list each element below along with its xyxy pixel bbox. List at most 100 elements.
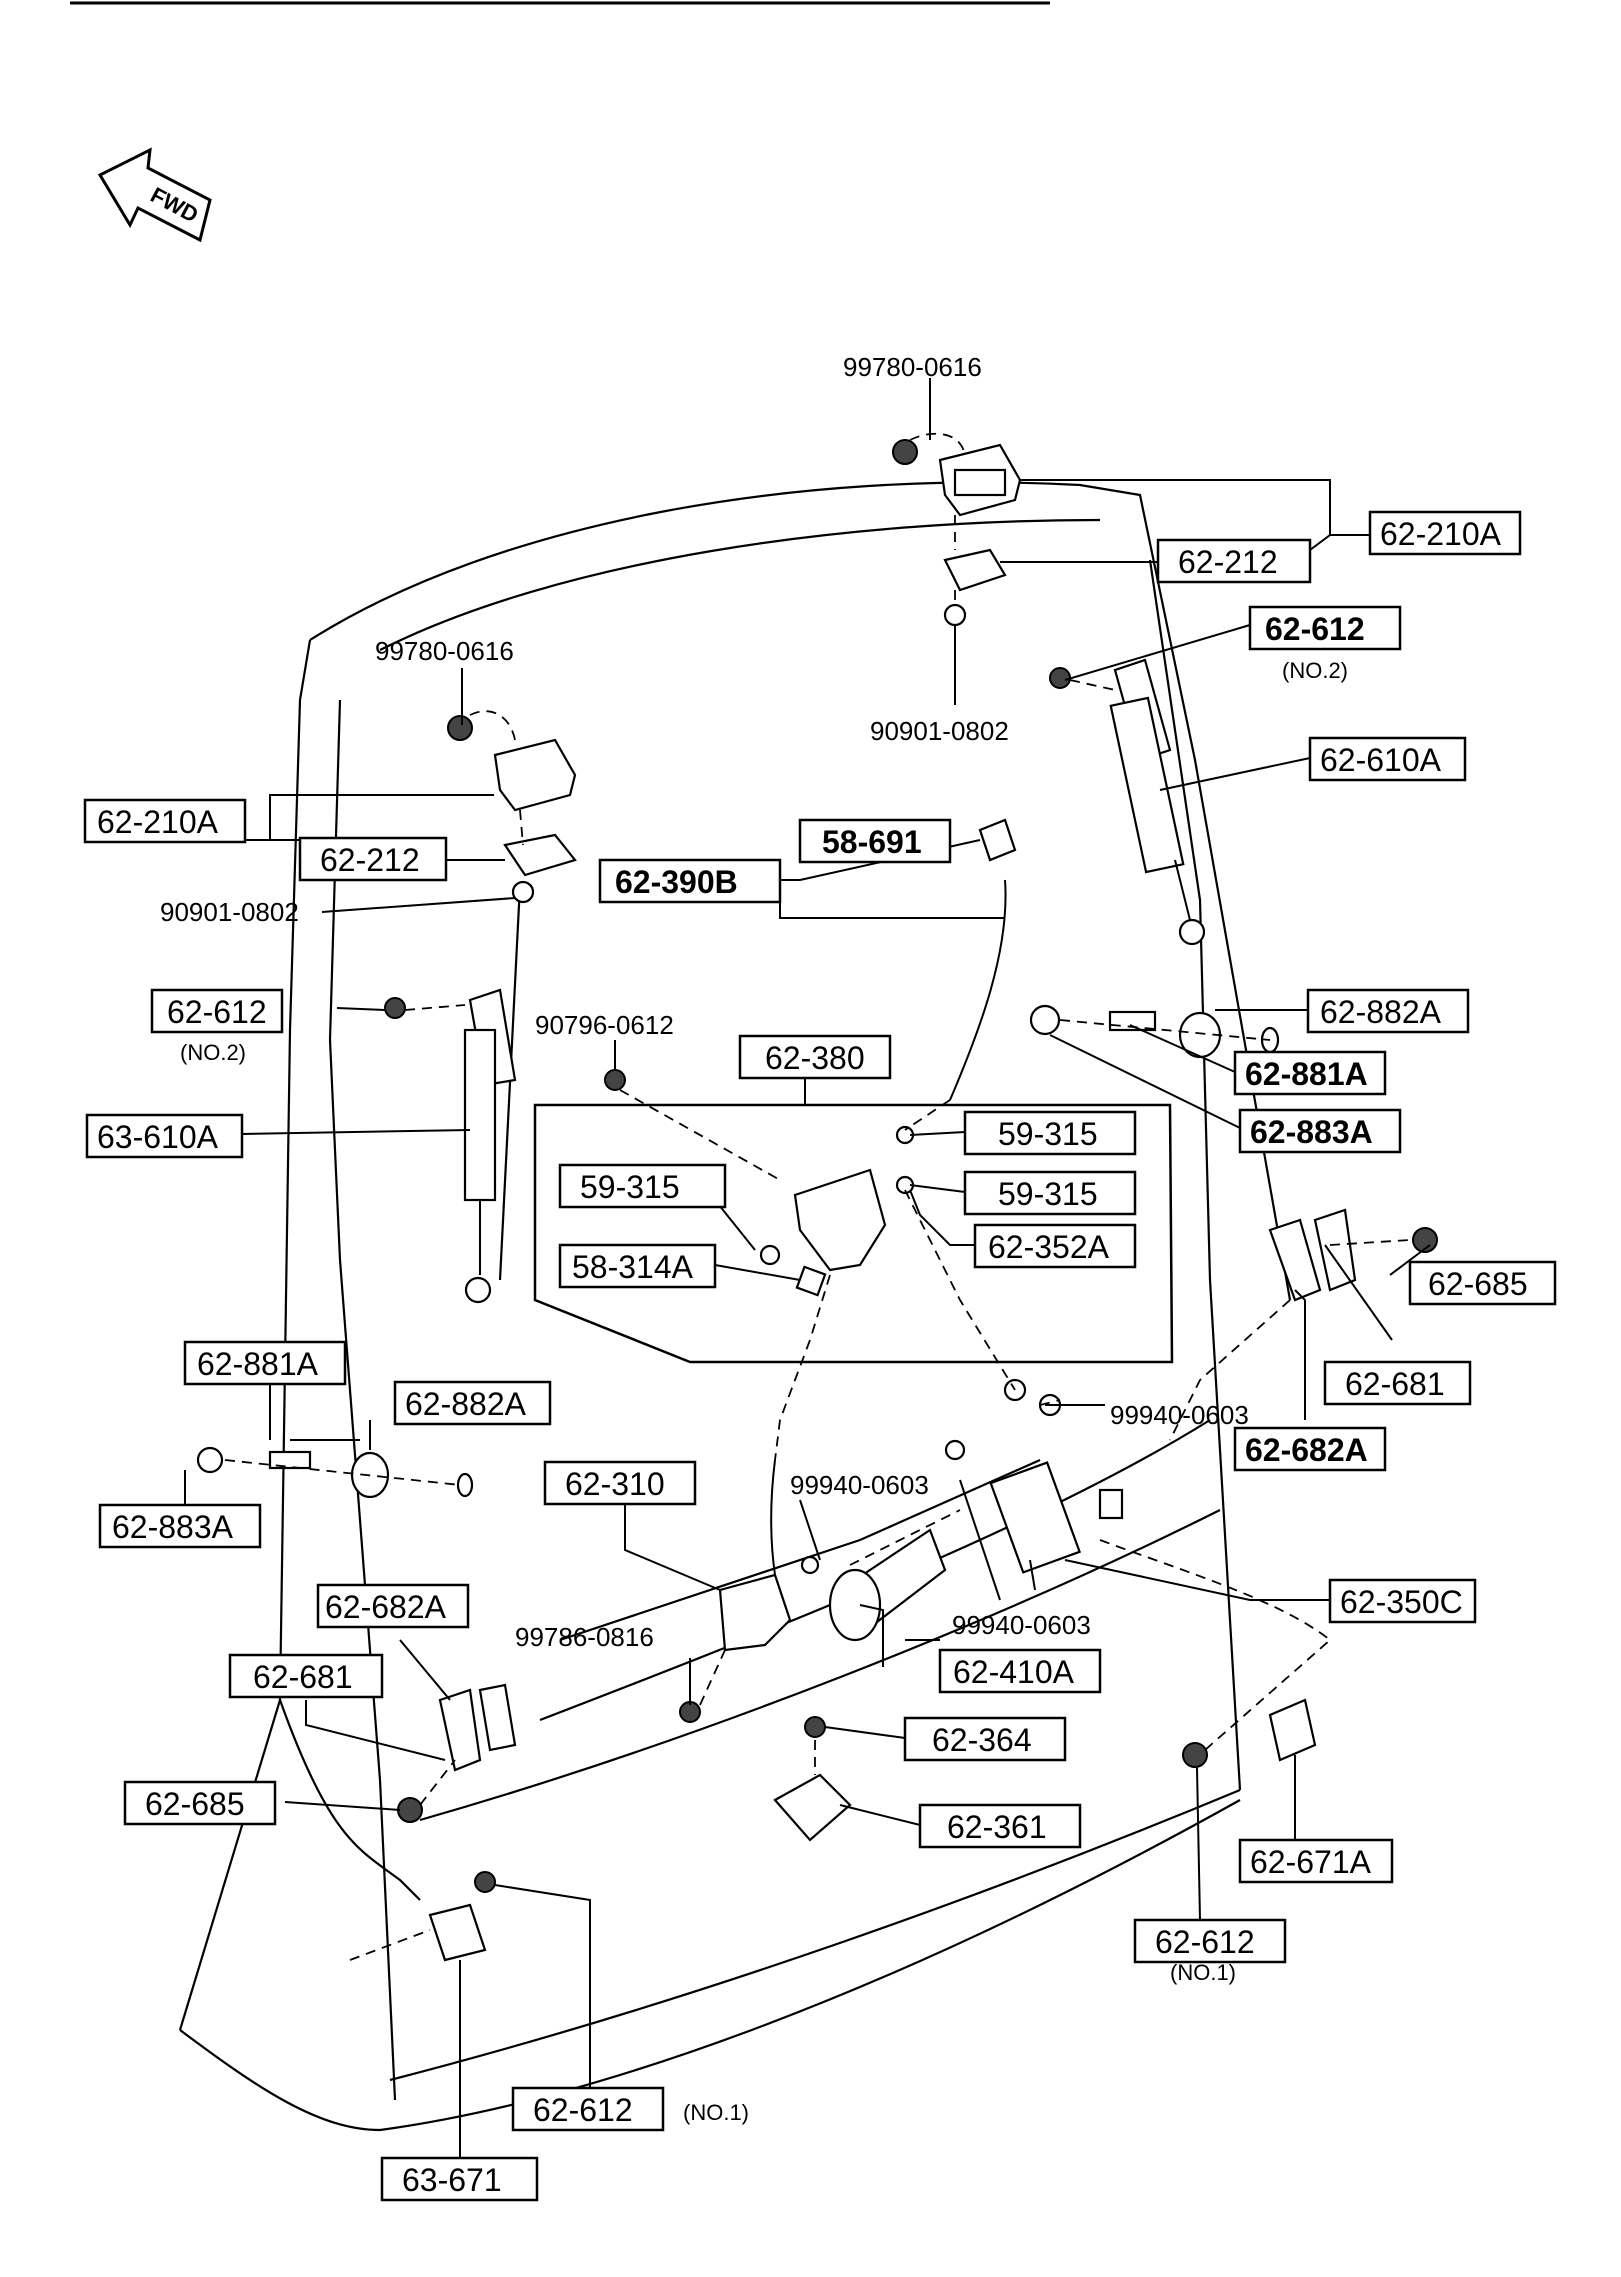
label-62-612-l: 62-612: [167, 994, 267, 1030]
label-62-685-l: 62-685: [145, 1786, 245, 1822]
label-62-685-r: 62-685: [1428, 1266, 1528, 1302]
bolt-90796-part: [604, 1069, 626, 1091]
callout-63-610a: 63-610A: [85, 1113, 244, 1159]
callout-62-380: 62-380: [738, 1034, 892, 1080]
callout-62-883a-r: 62-883A: [1238, 1108, 1402, 1154]
label-62-380: 62-380: [765, 1040, 865, 1076]
callout-62-210a-left: 62-210A: [83, 798, 247, 844]
bumper-63-671-part: [428, 1871, 496, 1962]
callout-62-352a: 62-352A: [973, 1223, 1137, 1269]
label-62-881a-l: 62-881A: [197, 1346, 319, 1382]
handle-62-410a-part: [800, 1528, 947, 1642]
callout-59-315-a: 59-315: [963, 1110, 1137, 1156]
bolt-set-right-part: [1029, 1004, 1280, 1059]
label-62-410a: 62-410A: [953, 1654, 1075, 1690]
label-99940-0603-b: 99940-0603: [790, 1470, 929, 1500]
callout-58-691: 58-691: [798, 818, 952, 864]
callout-62-410a: 62-410A: [938, 1648, 1102, 1694]
label-62-364: 62-364: [932, 1722, 1032, 1758]
label-99940-0603-a: 99940-0603: [1110, 1400, 1249, 1430]
gas-strut-left-part: [384, 988, 517, 1304]
label-62-882a-r: 62-882A: [1320, 994, 1442, 1030]
label-62-882a-l: 62-882A: [405, 1386, 527, 1422]
hinge-left-part: [447, 715, 577, 904]
label-62-210a-left: 62-210A: [97, 804, 219, 840]
note-62-612-l: (NO.2): [180, 1040, 246, 1065]
rod-62-390b-part: [949, 879, 1007, 1101]
label-59-315-c: 59-315: [998, 1176, 1098, 1212]
callout-62-612-c: 62-612: [511, 2086, 665, 2132]
callout-62-310: 62-310: [543, 1460, 697, 1506]
label-62-612-c: 62-612: [533, 2092, 633, 2128]
callout-62-685-l: 62-685: [123, 1780, 277, 1826]
callout-62-881a-r: 62-881A: [1233, 1050, 1387, 1096]
dashed-assembly-lines: [224, 432, 1411, 1961]
note-62-612-r: (NO.2): [1282, 658, 1348, 683]
striker-62-361-part: [773, 1716, 852, 1842]
callout-62-882a-l: 62-882A: [393, 1380, 552, 1426]
label-99780-0616-left: 99780-0616: [375, 636, 514, 666]
label-63-610a: 63-610A: [97, 1119, 219, 1155]
label-62-610a: 62-610A: [1320, 742, 1442, 778]
leader-lines: [184, 378, 1431, 2158]
label-99940-0603-c: 99940-0603: [952, 1610, 1091, 1640]
callout-62-681-l: 62-681: [228, 1653, 384, 1699]
callout-62-210a-top: 62-210A: [1368, 510, 1522, 556]
callout-62-682a-r: 62-682A: [1233, 1426, 1387, 1472]
label-62-881a-r: 62-881A: [1245, 1056, 1368, 1092]
fwd-arrow-icon: FWD: [97, 147, 212, 243]
callout-62-212-left: 62-212: [298, 836, 448, 882]
actuator-62-350c-part: [944, 1378, 1124, 1574]
gas-strut-right-part: [1049, 658, 1206, 946]
callout-62-212-top: 62-212: [1156, 538, 1312, 584]
label-62-612-r: 62-612: [1265, 611, 1365, 647]
inset-box: [533, 1103, 1174, 1364]
label-99786-0816: 99786-0816: [515, 1622, 654, 1652]
callout-58-314a: 58-314A: [558, 1243, 717, 1289]
label-62-681-r: 62-681: [1345, 1366, 1445, 1402]
callout-63-671: 63-671: [380, 2156, 539, 2202]
label-62-682a-r: 62-682A: [1245, 1432, 1368, 1468]
label-62-310: 62-310: [565, 1466, 665, 1502]
label-90901-0802-left: 90901-0802: [160, 897, 299, 927]
clip-58-691-part: [978, 818, 1017, 862]
callout-62-610a: 62-610A: [1308, 736, 1467, 782]
callout-62-881a-l: 62-881A: [183, 1340, 347, 1386]
callout-59-315-c: 59-315: [963, 1170, 1137, 1216]
callout-62-685-r: 62-685: [1408, 1260, 1557, 1306]
callout-62-364: 62-364: [903, 1716, 1067, 1762]
label-62-352a: 62-352A: [988, 1229, 1110, 1265]
label-62-350c: 62-350C: [1340, 1584, 1463, 1620]
callout-62-681-r: 62-681: [1323, 1360, 1472, 1406]
label-62-212-top: 62-212: [1178, 544, 1278, 580]
label-59-315-b: 59-315: [580, 1169, 680, 1205]
callout-62-361: 62-361: [918, 1803, 1082, 1849]
callout-62-350c: 62-350C: [1328, 1578, 1477, 1624]
label-63-671: 63-671: [402, 2162, 502, 2198]
callout-62-671a: 62-671A: [1238, 1838, 1394, 1884]
label-90796-0612: 90796-0612: [535, 1010, 674, 1040]
bumper-62-671a-part: [1182, 1698, 1317, 1768]
callout-62-883a-l: 62-883A: [98, 1503, 262, 1549]
note-62-612-b: (NO.1): [1170, 1960, 1236, 1985]
label-62-681-l: 62-681: [253, 1659, 353, 1695]
latch-bracket-part: [759, 1125, 915, 1297]
label-62-682a-l: 62-682A: [325, 1589, 447, 1625]
callout-62-612-l: 62-612: [150, 988, 284, 1034]
label-62-883a-l: 62-883A: [112, 1509, 234, 1545]
label-62-612-b: 62-612: [1155, 1924, 1255, 1960]
label-90901-0802-top: 90901-0802: [870, 716, 1009, 746]
label-62-671a: 62-671A: [1250, 1844, 1372, 1880]
label-62-390b: 62-390B: [615, 864, 738, 900]
label-58-314a: 58-314A: [572, 1249, 694, 1285]
latch-62-310-part: [718, 1459, 792, 1652]
callout-62-612-r: 62-612: [1248, 605, 1402, 651]
callout-59-315-b: 59-315: [558, 1163, 727, 1209]
callout-62-682a-l: 62-682A: [316, 1583, 470, 1629]
label-99780-0616-top: 99780-0616: [843, 352, 982, 382]
callout-62-882a-r: 62-882A: [1306, 988, 1470, 1034]
label-58-691: 58-691: [822, 824, 922, 860]
lock-left-part: [397, 1683, 517, 1823]
lock-right-part: [1268, 1208, 1438, 1302]
